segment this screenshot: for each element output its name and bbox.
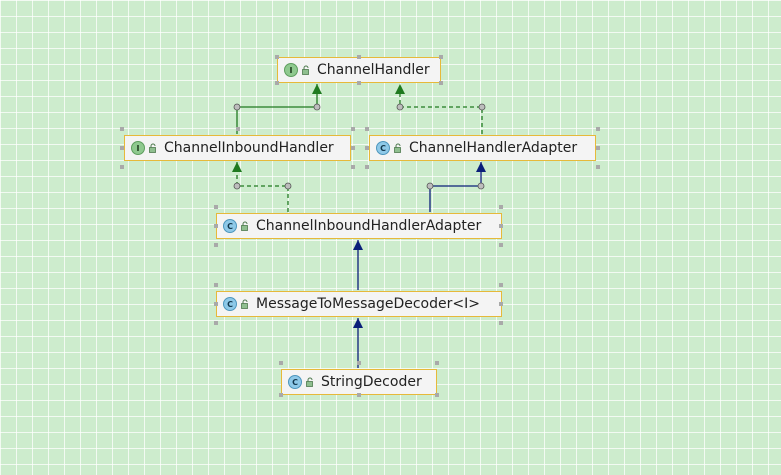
edge-channel-handler-adapter-to-channel-handler [395,84,483,134]
class-kind-icon: C [288,375,302,389]
selection-handle[interactable] [275,55,279,59]
selection-handle[interactable] [275,81,279,85]
edge-bend-handle [284,182,292,190]
selection-handle[interactable] [499,321,503,325]
edge-bend-handle [313,103,321,111]
node-label: ChannelHandler [317,62,430,78]
edge-bend-handle [478,103,486,111]
selection-handle[interactable] [365,165,369,169]
selection-handle[interactable] [351,165,355,169]
edge-channel-inbound-handler-to-channel-handler [236,84,322,134]
class-kind-icon: C [223,297,237,311]
unlocked-padlock-icon [149,143,156,153]
node-label: ChannelHandlerAdapter [409,140,578,156]
selection-handle[interactable] [279,361,283,365]
node-string-decoder[interactable]: C StringDecoder [281,369,437,395]
selection-handle[interactable] [435,361,439,365]
selection-handle[interactable] [365,127,369,131]
unlocked-padlock-icon [241,221,248,231]
edge-bend-handle [396,103,404,111]
selection-handle[interactable] [439,55,443,59]
selection-handle[interactable] [214,302,218,306]
node-channel-handler[interactable]: I ChannelHandler [277,57,441,83]
selection-handle[interactable] [357,55,361,59]
selection-handle[interactable] [439,81,443,85]
selection-handle[interactable] [351,127,355,131]
selection-handle[interactable] [499,283,503,287]
selection-handle[interactable] [596,165,600,169]
edge-bend-handle [426,182,434,190]
class-kind-icon: C [376,141,390,155]
selection-handle[interactable] [236,127,240,131]
interface-kind-icon: I [284,63,298,77]
selection-handle[interactable] [214,205,218,209]
selection-handle[interactable] [357,393,361,397]
selection-handle[interactable] [214,224,218,228]
node-label: ChannelInboundHandlerAdapter [256,218,482,234]
selection-handle[interactable] [499,243,503,247]
selection-handle[interactable] [214,243,218,247]
selection-handle[interactable] [120,127,124,131]
selection-handle[interactable] [357,361,361,365]
selection-handle[interactable] [351,146,355,150]
selection-handle[interactable] [596,127,600,131]
node-label: ChannelInboundHandler [164,140,334,156]
unlocked-padlock-icon [394,143,401,153]
edge-bend-handle [233,103,241,111]
selection-handle[interactable] [499,224,503,228]
edge-channel-inbound-handler-adapter-to-channel-handler-adapter [429,162,486,212]
node-channel-inbound-handler[interactable]: I ChannelInboundHandler [124,135,351,161]
selection-handle[interactable] [279,393,283,397]
node-channel-handler-adapter[interactable]: C ChannelHandlerAdapter [369,135,596,161]
unlocked-padlock-icon [302,65,309,75]
selection-handle[interactable] [435,393,439,397]
selection-handle[interactable] [214,283,218,287]
selection-handle[interactable] [596,146,600,150]
selection-handle[interactable] [365,146,369,150]
node-message-to-message-decoder[interactable]: C MessageToMessageDecoder<I> [216,291,502,317]
selection-handle[interactable] [120,165,124,169]
selection-handle[interactable] [120,146,124,150]
node-channel-inbound-handler-adapter[interactable]: C ChannelInboundHandlerAdapter [216,213,502,239]
node-label: MessageToMessageDecoder<I> [256,296,480,312]
node-label: StringDecoder [321,374,422,390]
selection-handle[interactable] [499,302,503,306]
edge-bend-handle [233,182,241,190]
selection-handle[interactable] [499,205,503,209]
interface-kind-icon: I [131,141,145,155]
class-kind-icon: C [223,219,237,233]
edge-channel-inbound-handler-adapter-to-channel-inbound-handler [232,162,289,212]
unlocked-padlock-icon [306,377,313,387]
selection-handle[interactable] [357,81,361,85]
selection-handle[interactable] [214,321,218,325]
unlocked-padlock-icon [241,299,248,309]
edge-bend-handle [477,182,485,190]
